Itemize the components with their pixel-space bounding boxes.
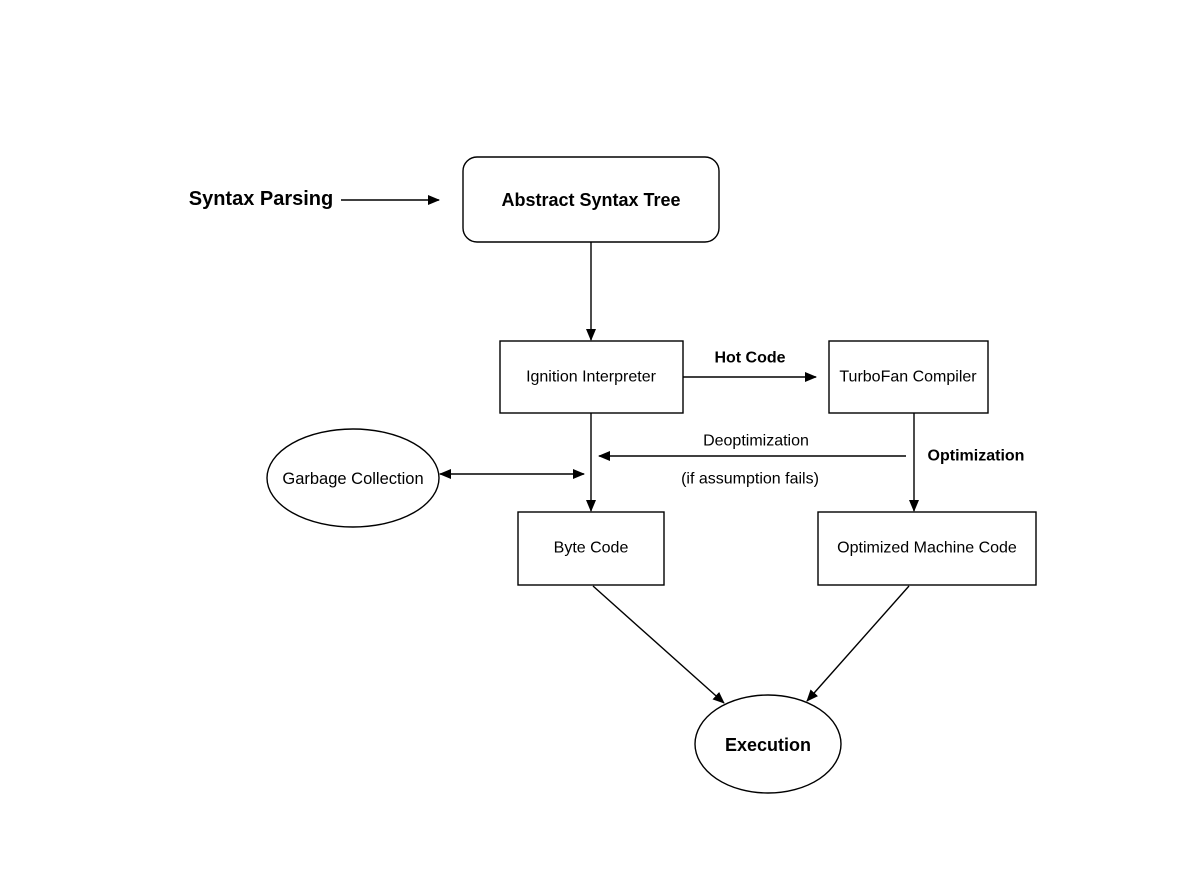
turbofan-box xyxy=(828,340,989,414)
optimized-machine-code-box xyxy=(817,511,1037,586)
node-ignition-interpreter: Ignition Interpreter xyxy=(499,340,684,414)
execution-label: Execution xyxy=(725,735,811,755)
node-optimized-machine-code: Optimized Machine Code xyxy=(817,511,1037,586)
byte-code-label: Byte Code xyxy=(554,540,629,557)
syntax-parsing-label: Syntax Parsing xyxy=(189,188,334,210)
byte-code-box xyxy=(517,511,665,586)
node-turbofan-compiler: TurboFan Compiler xyxy=(828,340,989,414)
edge-machine-code-to-execution xyxy=(806,585,910,702)
optimization-label: Optimization xyxy=(928,448,1025,465)
node-byte-code: Byte Code xyxy=(517,511,665,586)
edge-byte-code-to-execution xyxy=(592,585,725,704)
optimized-machine-code-label: Optimized Machine Code xyxy=(837,540,1017,557)
node-garbage-collection: Garbage Collection xyxy=(266,428,440,528)
garbage-collection-label: Garbage Collection xyxy=(282,470,423,488)
node-abstract-syntax-tree: Abstract Syntax Tree xyxy=(462,156,720,243)
ignition-box xyxy=(499,340,684,414)
assumption-fails-label: (if assumption fails) xyxy=(681,471,819,488)
ast-label: Abstract Syntax Tree xyxy=(501,190,680,210)
ignition-label: Ignition Interpreter xyxy=(526,369,657,386)
execution-ellipse xyxy=(694,694,842,794)
hot-code-label: Hot Code xyxy=(714,350,785,367)
deoptimization-label: Deoptimization xyxy=(703,433,809,450)
node-execution: Execution xyxy=(694,694,842,794)
turbofan-label: TurboFan Compiler xyxy=(839,369,977,386)
